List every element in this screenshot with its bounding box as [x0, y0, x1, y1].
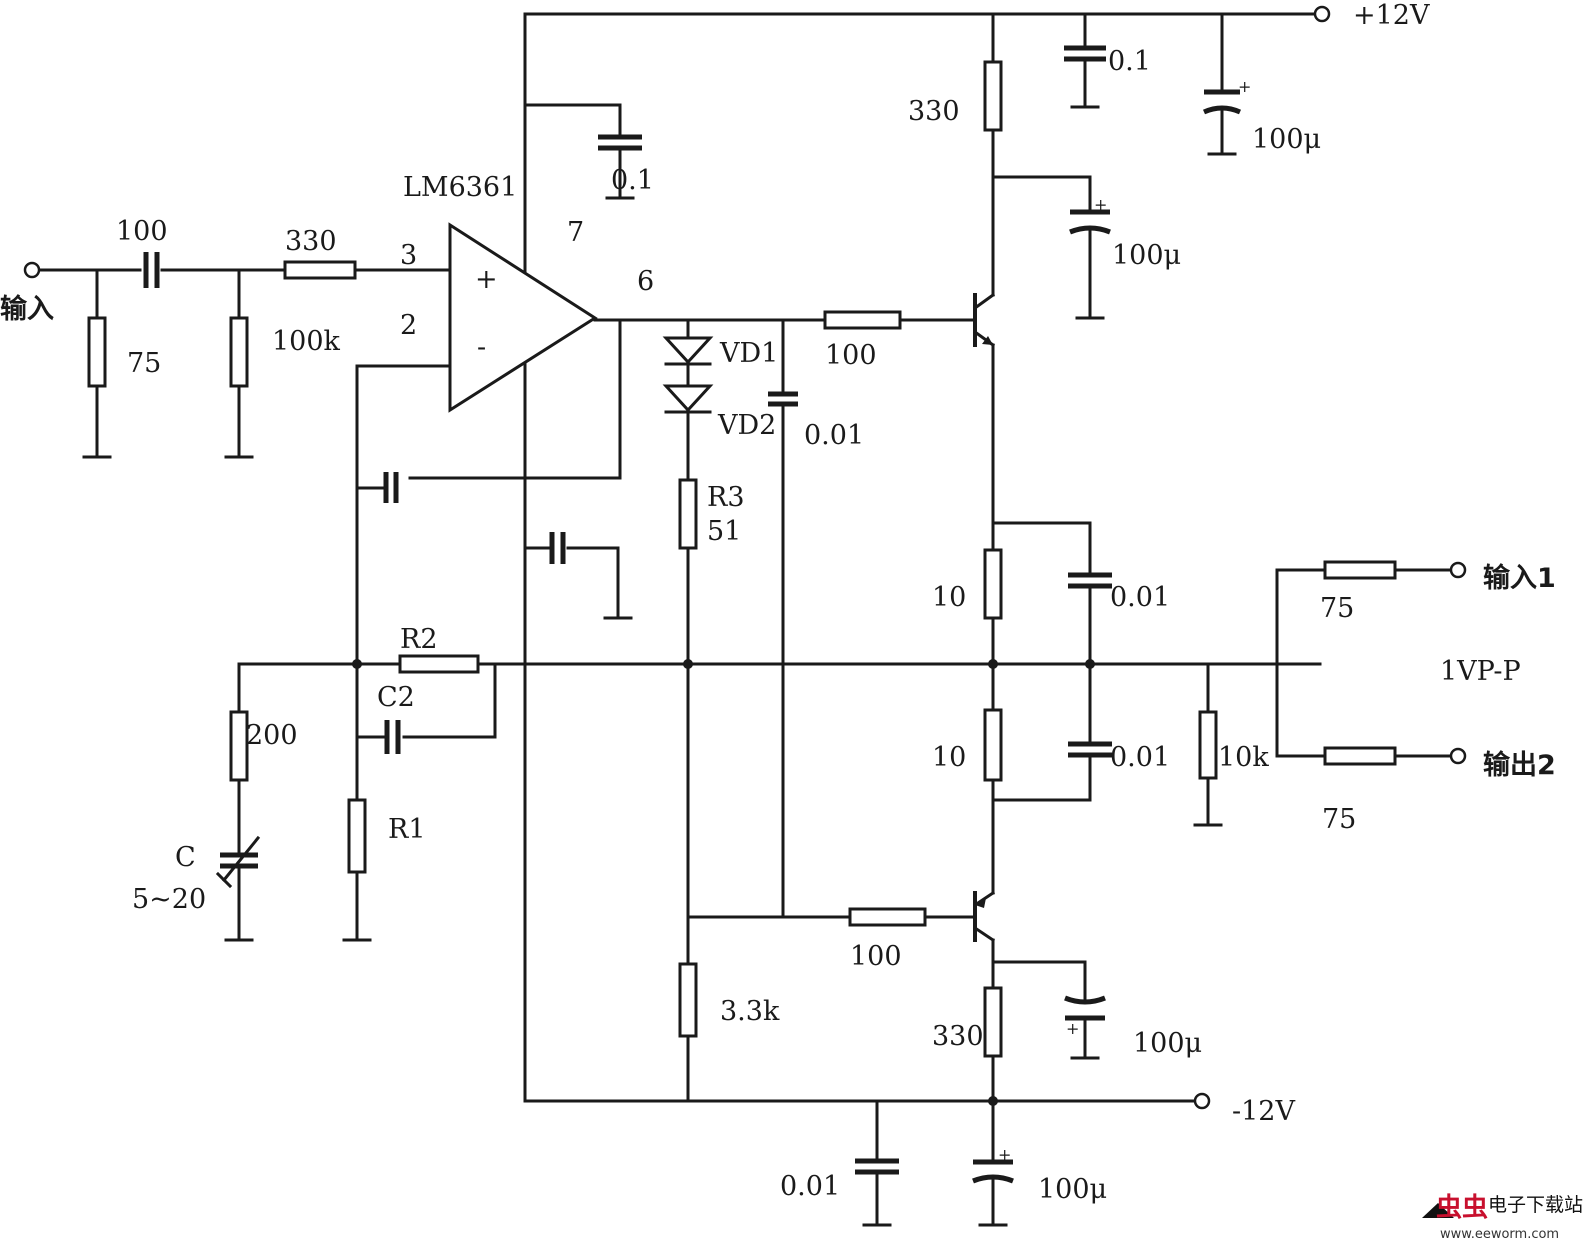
output-cap2-label: 0.01	[1110, 742, 1170, 773]
resistor-emitter-10-bottom	[983, 708, 1003, 782]
upper-base-res-label: 100	[825, 340, 877, 371]
resistor-100k	[229, 316, 249, 388]
labels: LM6361 3 2 7 6 +12V -12V 输入 100 330 75 1…	[0, 0, 1556, 1205]
trimmer-capacitor	[215, 835, 261, 889]
watermark-url: www.eeworm.com	[1440, 1227, 1559, 1242]
output2-terminal	[1449, 747, 1467, 765]
rail-100u-label: 100μ	[1038, 1174, 1107, 1205]
junction-dots	[352, 659, 1095, 1106]
pin6-label: 6	[637, 266, 654, 297]
opamp-minus-sign: -	[477, 332, 486, 363]
capacitors	[143, 45, 1112, 1175]
bottom-res-label: 3.3k	[720, 996, 780, 1027]
resistors	[87, 60, 1397, 1058]
rail-film-cap-label: 0.01	[780, 1171, 840, 1202]
r1-label: R1	[388, 814, 426, 845]
trimmer-range-label: 5~20	[132, 884, 206, 915]
svg-text:+: +	[1238, 77, 1251, 96]
resistor-upper-330	[983, 60, 1003, 132]
emitter-10-bottom-label: 10	[932, 742, 966, 773]
svg-text:+: +	[998, 1145, 1011, 1164]
npn-transistor-upper	[972, 292, 996, 348]
watermark-site: 电子下载站	[1488, 1194, 1583, 1216]
output2-label: 输出2	[1483, 749, 1556, 781]
pin7-label: 7	[567, 217, 584, 248]
c2-label: C2	[377, 682, 415, 713]
resistor-out2-75	[1323, 746, 1397, 766]
opamp-name-label: LM6361	[403, 172, 517, 203]
watermark-logo: 虫虫 电子下载站 www.eeworm.com	[1422, 1193, 1583, 1242]
pin2-label: 2	[400, 310, 417, 341]
resistor-input-75	[87, 316, 107, 388]
negative-supply-label: -12V	[1232, 1096, 1295, 1127]
negative-supply-terminal	[1193, 1092, 1211, 1110]
top-01-cap-label: 0.1	[1108, 46, 1151, 77]
input-label: 输入	[0, 293, 54, 325]
resistor-r2	[398, 654, 480, 674]
svg-text:+: +	[1094, 195, 1107, 214]
lower-base-res-label: 100	[850, 941, 902, 972]
base-bypass-cap-label: 0.01	[804, 420, 864, 451]
positive-supply-label: +12V	[1353, 0, 1430, 31]
resistor-emitter-10-top	[983, 548, 1003, 620]
r3-value-label: 51	[707, 516, 741, 547]
output-cap1-label: 0.01	[1110, 582, 1170, 613]
input-res-label: 330	[285, 226, 337, 257]
resistor-lower-base-100	[848, 907, 927, 927]
ground-symbols	[82, 105, 1237, 1227]
emitter-10-top-label: 10	[932, 582, 966, 613]
load-res-label: 10k	[1218, 742, 1269, 773]
electrolytic-capacitors: + + + +	[972, 77, 1251, 1184]
resistor-10k	[1198, 710, 1218, 780]
svg-text:+: +	[1066, 1019, 1079, 1038]
r2-label: R2	[400, 624, 438, 655]
comp-200-label: 200	[246, 720, 298, 751]
opamp-lm6361: + -	[448, 222, 598, 413]
resistor-3-3k	[678, 962, 698, 1038]
out1-res-label: 75	[1320, 593, 1354, 624]
resistor-r3	[678, 478, 698, 550]
input-terminal	[23, 261, 41, 279]
output1-label: 输入1	[1483, 562, 1556, 594]
diodes-vd1-vd2	[662, 336, 714, 414]
output1-terminal	[1449, 561, 1467, 579]
vd2-label: VD2	[717, 410, 776, 441]
resistor-lower-330	[983, 986, 1003, 1058]
trimmer-label: C	[175, 842, 196, 873]
bias-res-label: 100k	[272, 326, 341, 357]
terminals	[23, 5, 1467, 1110]
positive-supply-terminal	[1313, 5, 1331, 23]
output-level-label: 1VP-P	[1440, 656, 1521, 687]
upper-100u-label: 100μ	[1112, 240, 1181, 271]
pin7-cap-label: 0.1	[611, 165, 654, 196]
lower-330-label: 330	[932, 1021, 984, 1052]
wires	[38, 12, 1452, 1227]
watermark-brand: 虫虫	[1436, 1193, 1488, 1223]
resistor-input-330	[283, 260, 357, 280]
out2-res-label: 75	[1322, 804, 1356, 835]
upper-330-label: 330	[908, 96, 960, 127]
r3-label: R3	[707, 482, 745, 513]
resistor-upper-base-100	[823, 310, 902, 330]
pnp-transistor-lower	[972, 890, 996, 943]
lower-100u-label: 100μ	[1133, 1028, 1202, 1059]
vd1-label: VD1	[719, 338, 778, 369]
resistor-out1-75	[1323, 560, 1397, 580]
opamp-plus-sign: +	[475, 264, 498, 295]
resistor-r1	[347, 798, 367, 874]
pin3-label: 3	[400, 240, 417, 271]
supply-100u-label: 100μ	[1252, 124, 1321, 155]
resistor-200	[229, 710, 249, 782]
input-cap-label: 100	[116, 216, 168, 247]
input-shunt-label: 75	[127, 348, 161, 379]
